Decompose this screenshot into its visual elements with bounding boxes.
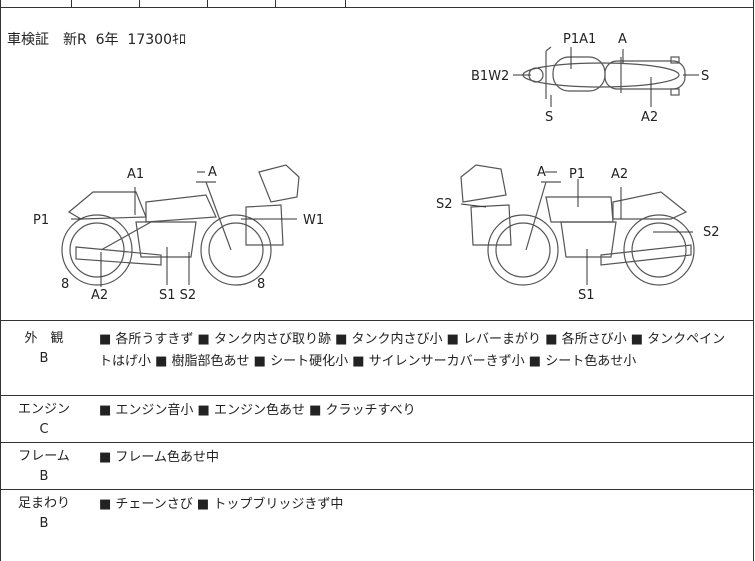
section-exterior: 外 観 B ■ 各所うすきず ■ タンク内さび取り跡 ■ タンク内さび小 ■ レ… [1, 321, 754, 396]
left-side-motorcycle [61, 164, 300, 286]
top-table-row [1, 0, 754, 8]
section-items: ■ フレーム色あせ中 [99, 447, 749, 469]
section-grade: B [39, 469, 49, 484]
label-right-a2: A2 [611, 167, 628, 182]
label-top-s-bottom: S [545, 110, 553, 125]
right-side-motorcycle [460, 164, 695, 286]
label-left-8b: 8 [257, 277, 265, 292]
damage-diagram-area: 車検証 新R 6年 17300ｷﾛ [1, 7, 754, 321]
top-cell [71, 0, 140, 7]
label-top-a: A [618, 32, 627, 47]
section-title: 足まわり [17, 496, 70, 511]
section-grade: C [39, 422, 49, 437]
items-line: トはげ小 ■ 樹脂部色あせ ■ シート硬化小 ■ サイレンサーカバーきず小 ■ … [99, 354, 637, 369]
section-items: ■ 各所うすきず ■ タンク内さび取り跡 ■ タンク内さび小 ■ レバーまがり … [99, 329, 749, 373]
vehicle-registration-line: 車検証 新R 6年 17300ｷﾛ [7, 32, 186, 48]
items-line: ■ フレーム色あせ中 [99, 450, 220, 465]
section-label: フレーム B [1, 447, 87, 487]
label-left-8a: 8 [61, 277, 69, 292]
label-right-s1: S1 [578, 288, 595, 303]
section-label: 外 観 B [1, 329, 87, 369]
section-label: 足まわり B [1, 494, 87, 534]
motorcycle-diagram: P1A1 A B1W2 S S A2 A1 A P1 W1 8 A2 S1 S2… [33, 32, 720, 303]
items-line: ■ 各所うすきず ■ タンク内さび取り跡 ■ タンク内さび小 ■ レバーまがり … [99, 332, 726, 347]
top-cell [275, 0, 346, 7]
section-frame: フレーム B ■ フレーム色あせ中 [1, 443, 754, 490]
label-left-a: A [208, 165, 217, 180]
section-suspension: 足まわり B ■ チェーンさび ■ トップブリッジきず中 [1, 490, 754, 561]
label-left-p1: P1 [33, 213, 49, 228]
label-right-s2a: S2 [436, 197, 453, 212]
label-left-a1: A1 [127, 167, 144, 182]
label-right-s2b: S2 [703, 225, 720, 240]
top-cell [1, 0, 72, 7]
top-cell [139, 0, 208, 7]
section-items: ■ チェーンさび ■ トップブリッジきず中 [99, 494, 749, 516]
label-left-s1s2: S1 S2 [159, 288, 196, 303]
section-grade: B [39, 516, 49, 531]
label-left-w1: W1 [303, 213, 324, 228]
section-label: エンジン C [1, 400, 87, 440]
section-engine: エンジン C ■ エンジン音小 ■ エンジン色あせ ■ クラッチすべり [1, 396, 754, 443]
items-line: ■ チェーンさび ■ トップブリッジきず中 [99, 497, 344, 512]
section-title: フレーム [18, 449, 70, 464]
label-left-a2: A2 [91, 288, 108, 303]
section-title: 外 観 [24, 331, 64, 346]
label-top-b1w2: B1W2 [471, 69, 509, 84]
top-cell [207, 0, 276, 7]
label-top-a2: A2 [641, 110, 658, 125]
label-top-s-right: S [701, 69, 709, 84]
top-view-motorcycle [522, 46, 686, 99]
label-top-p1a1: P1A1 [563, 32, 596, 47]
section-items: ■ エンジン音小 ■ エンジン色あせ ■ クラッチすべり [99, 400, 749, 422]
label-right-p1: P1 [569, 167, 585, 182]
items-line: ■ エンジン音小 ■ エンジン色あせ ■ クラッチすべり [99, 403, 416, 418]
section-title: エンジン [17, 402, 70, 417]
label-right-a: A [537, 165, 546, 180]
section-grade: B [39, 351, 49, 366]
